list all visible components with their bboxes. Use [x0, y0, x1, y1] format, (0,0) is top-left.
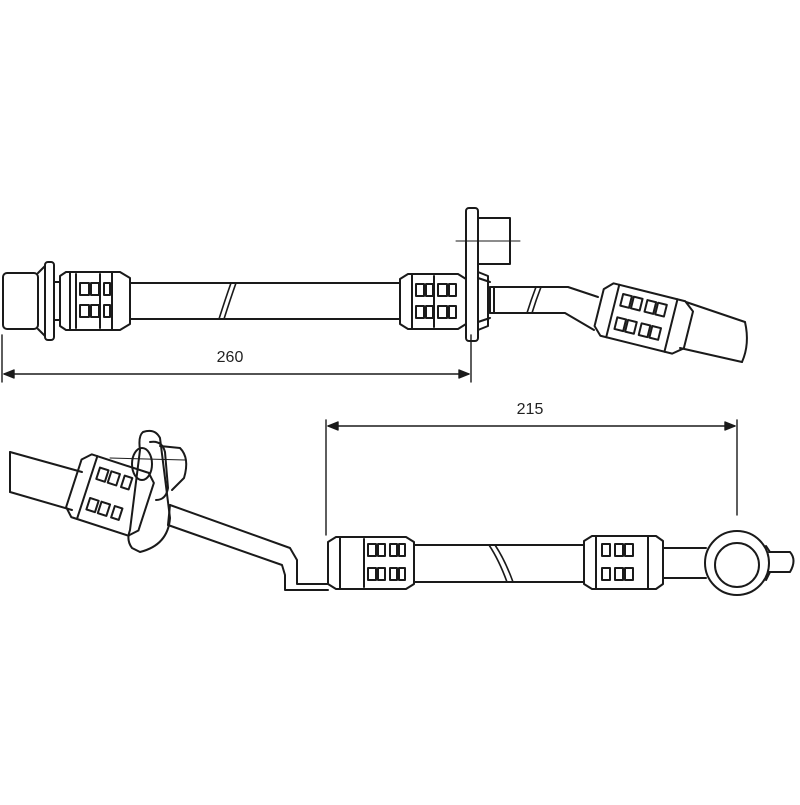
bottom-dimension-label: 215	[517, 401, 544, 418]
bottom-hose	[9, 419, 795, 596]
top-dimension-line	[1, 334, 472, 383]
top-pipe-bend	[489, 286, 599, 331]
top-hose	[1, 207, 748, 383]
bottom-hose-body	[413, 544, 585, 583]
top-left-end-nut	[2, 261, 61, 341]
top-right-crimp-fitting	[399, 273, 467, 330]
top-dimension-label: 260	[217, 349, 244, 366]
bottom-left-crimp-fitting	[327, 536, 415, 590]
bottom-angled-crimp-fitting	[65, 453, 155, 537]
bottom-hose-tail	[9, 451, 83, 511]
bottom-mounting-bracket	[109, 429, 188, 553]
bottom-pipe-bend	[167, 504, 329, 591]
top-mounting-bracket	[455, 207, 521, 342]
top-left-crimp-fitting	[59, 271, 131, 331]
top-hose-body	[129, 282, 401, 320]
bottom-dimension-line	[325, 419, 738, 536]
top-hose-tail	[679, 301, 748, 363]
bottom-banjo-eye-fitting	[662, 530, 795, 596]
bottom-right-crimp-fitting	[583, 535, 664, 590]
top-angled-crimp-fitting	[593, 282, 695, 355]
